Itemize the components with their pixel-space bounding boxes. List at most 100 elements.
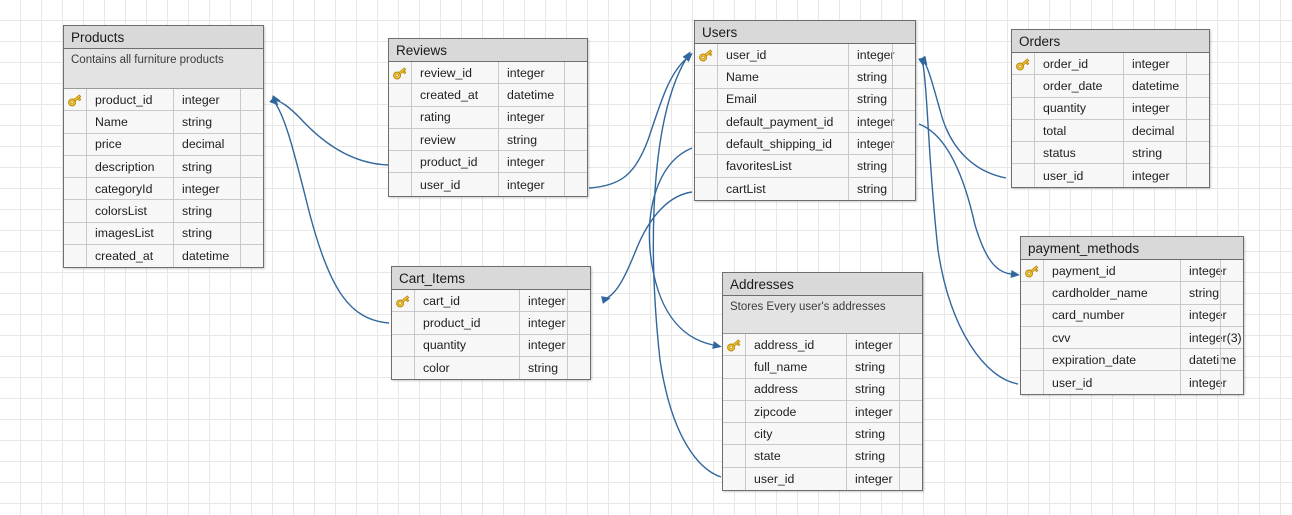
key-column-spacer [64,245,87,268]
entity-products[interactable]: Products Contains all furniture products… [63,25,264,269]
field-type: string [174,200,263,222]
primary-key-icon [1012,53,1035,75]
field-name: favoritesList [718,155,849,177]
field-name: product_id [415,312,520,334]
field-name: created_at [412,84,499,106]
field-type: string [174,111,263,133]
field-type: string [849,66,915,88]
field-name: total [1035,119,1124,142]
field-type: decimal [1124,119,1209,142]
field-name: user_id [718,44,849,66]
edge-users-payment [918,123,1020,278]
key-column-spacer [392,334,415,356]
edge-reviews-product [271,95,390,166]
field-type: integer [1181,371,1243,394]
key-column-spacer [1021,326,1044,349]
field-name: categoryId [87,178,174,200]
field-type: integer [1124,164,1209,187]
field-name: address [746,378,847,400]
field-name: user_id [1035,164,1124,187]
field-type: string [849,88,915,110]
field-name: expiration_date [1044,349,1181,371]
field-name: rating [412,106,499,128]
key-column-spacer [723,445,746,467]
key-column-spacer [1012,142,1035,164]
field-name: cardholder_name [1044,282,1181,304]
field-name: price [87,133,174,155]
field-type: integer [849,133,915,155]
field-type: integer [849,110,915,133]
field-name: default_shipping_id [718,133,849,155]
key-column-spacer [1021,304,1044,326]
field-name: state [746,445,847,467]
key-column-spacer [723,356,746,378]
key-column-spacer [695,88,718,110]
key-column-spacer [389,151,412,173]
entity-addresses[interactable]: Addresses Stores Every user's addresses … [722,272,923,492]
field-type: decimal [174,133,263,155]
field-name: user_id [1044,371,1181,394]
field-name: user_id [412,173,499,196]
field-name: Name [87,111,174,133]
key-column-spacer [723,423,746,445]
key-column-spacer [695,177,718,201]
field-type: integer [847,334,922,356]
primary-key-icon [695,44,718,66]
key-column-spacer [64,178,87,200]
edge-reviews-user [588,53,693,189]
key-column-spacer [389,173,412,196]
